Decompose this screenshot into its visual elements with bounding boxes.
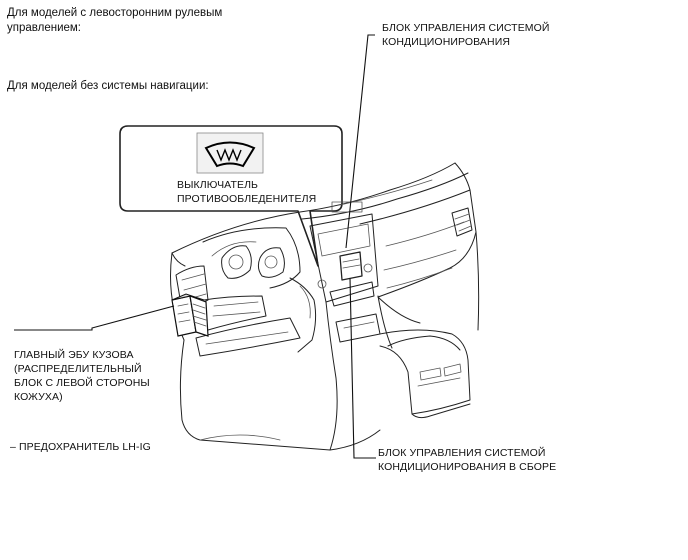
leader-main-body-ecu <box>14 305 175 331</box>
leader-lines <box>14 34 376 459</box>
fuse-label: – ПРЕДОХРАНИТЕЛЬ LH-IG <box>10 441 151 453</box>
defogger-switch-label: ВЫКЛЮЧАТЕЛЬ ПРОТИВООБЛЕДЕНИТЕЛЯ <box>177 179 317 205</box>
ac-control-unit-label: БЛОК УПРАВЛЕНИЯ СИСТЕМОЙ КОНДИЦИОНИРОВАН… <box>382 22 550 48</box>
ac-control-assembly-label: БЛОК УПРАВЛЕНИЯ СИСТЕМОЙ КОНДИЦИОНИРОВАН… <box>378 447 557 473</box>
steering-note: Для моделей с левосторонним рулевым упра… <box>7 7 223 34</box>
defogger-callout <box>119 125 343 267</box>
windshield-defogger-icon <box>196 132 264 174</box>
leader-ac-control-unit <box>345 34 375 249</box>
navigation-note: Для моделей без системы навигации: <box>7 80 209 92</box>
main-body-ecu-label: ГЛАВНЫЙ ЭБУ КУЗОВА (РАСПРЕДЕЛИТЕЛЬНЫЙ БЛ… <box>14 349 150 403</box>
main-body-ecu-block <box>171 293 209 337</box>
leader-ac-control-assembly <box>349 277 376 459</box>
dashboard-outline <box>170 162 480 451</box>
